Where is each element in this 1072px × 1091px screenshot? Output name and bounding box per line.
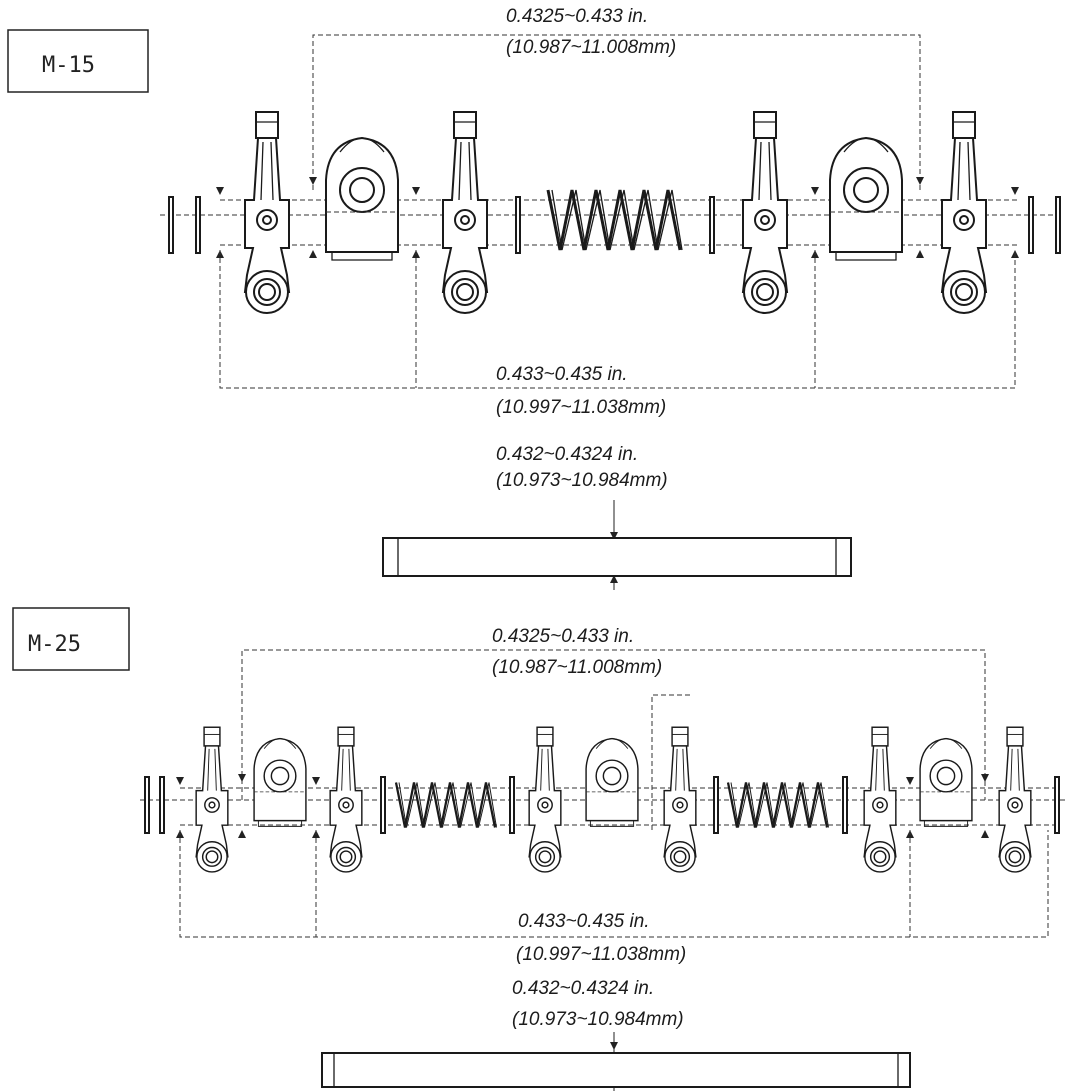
rocker-arm-icon	[329, 726, 363, 873]
rocker-arm-icon	[941, 111, 987, 314]
washer-icon	[1028, 196, 1034, 254]
rocker-arm-icon	[528, 726, 562, 873]
washer-icon	[195, 196, 201, 254]
rocker-arm-icon	[998, 726, 1032, 873]
spring-icon	[546, 188, 684, 252]
washer-icon	[1055, 196, 1061, 254]
washer-icon	[1054, 776, 1060, 834]
rocker-arm-icon	[442, 111, 488, 314]
model-label: M-25	[28, 632, 81, 657]
bore-bottom-inch-label: 0.433~0.435 in.	[496, 364, 628, 385]
washer-icon	[509, 776, 515, 834]
rocker-arm-icon	[742, 111, 788, 314]
rocker-arm-icon	[195, 726, 229, 873]
section-m15: M-15 0.4325~0.433 in. (10.987~11.008mm)	[7, 6, 1062, 590]
rocker-support-icon	[919, 737, 973, 828]
shaft-inch-label: 0.432~0.4324 in.	[496, 444, 638, 465]
washer-icon	[144, 776, 150, 834]
washer-icon	[842, 776, 848, 834]
bore-bottom-inch-label: 0.433~0.435 in.	[518, 911, 650, 932]
section-m25: M-25 0.4325~0.433 in. (10.987~11.008mm)	[12, 607, 1066, 1091]
bore-bottom-dimension-line	[179, 830, 1049, 938]
bore-bottom-mm-label: (10.997~11.038mm)	[516, 944, 686, 965]
bore-bottom-mm-label: (10.997~11.038mm)	[496, 397, 666, 418]
rocker-arm-icon	[863, 726, 897, 873]
rocker-support-icon	[253, 737, 307, 828]
shaft-mm-label: (10.973~10.984mm)	[512, 1009, 684, 1030]
bore-top-inch-label: 0.4325~0.433 in.	[492, 626, 634, 647]
bore-bottom-dimension-line	[219, 250, 1016, 389]
washer-icon	[709, 196, 715, 254]
rocker-arm-icon	[244, 111, 290, 314]
rocker-support-icon	[829, 137, 903, 261]
washer-icon	[159, 776, 165, 834]
spring-icon	[394, 781, 498, 829]
bore-top-mm-label: (10.987~11.008mm)	[492, 657, 662, 678]
bore-top-mm-label: (10.987~11.008mm)	[506, 37, 676, 58]
washer-icon	[380, 776, 386, 834]
model-label-box	[7, 29, 149, 93]
bore-top-inch-label: 0.4325~0.433 in.	[506, 6, 648, 27]
washer-icon	[168, 196, 174, 254]
bore-top-dimension-line	[241, 649, 986, 800]
bore-top-dimension-line	[312, 34, 921, 190]
washer-icon	[515, 196, 521, 254]
rocker-arm-icon	[663, 726, 697, 873]
rocker-support-icon	[325, 137, 399, 261]
shaft-inch-label: 0.432~0.4324 in.	[512, 978, 654, 999]
shaft-mm-label: (10.973~10.984mm)	[496, 470, 668, 491]
spring-icon	[726, 781, 830, 829]
model-label-box	[12, 607, 130, 671]
rocker-shaft-icon	[321, 1052, 911, 1088]
model-label: M-15	[42, 53, 95, 78]
rocker-support-icon	[585, 737, 639, 828]
washer-icon	[713, 776, 719, 834]
rocker-shaft-icon	[382, 537, 852, 577]
